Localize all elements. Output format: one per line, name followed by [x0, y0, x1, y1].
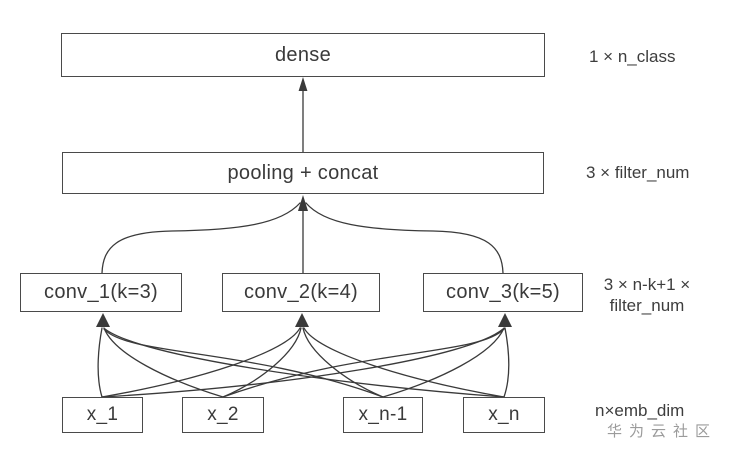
node-conv2: conv_2(k=4)	[222, 273, 380, 312]
brace-conv1-to-pooling	[101, 202, 301, 274]
brace-conv3-to-pooling	[305, 202, 504, 274]
node-conv1: conv_1(k=3)	[20, 273, 182, 312]
pooling-dimension-label: 3 × filter_num	[586, 163, 690, 182]
arrowhead-into-conv3	[498, 313, 512, 327]
node-dense: dense	[61, 33, 545, 77]
web-inputs-to-conv2	[101, 327, 505, 398]
node-x2: x_2	[182, 397, 264, 433]
dense-dimension-label: 1 × n_class	[589, 47, 676, 66]
arrowhead-into-conv1	[96, 313, 110, 327]
arrow-pooling-to-dense	[298, 77, 308, 153]
arrowhead-into-conv2	[295, 313, 309, 327]
web-inputs-to-conv1	[97, 327, 505, 398]
node-x1: x_1	[62, 397, 143, 433]
conv-dimension-label: 3 × n-k+1 × filter_num	[588, 274, 706, 316]
node-pooling-concat: pooling + concat	[62, 152, 544, 194]
embedding-dimension-label: n×emb_dim	[595, 401, 685, 420]
node-xn-1: x_n-1	[343, 397, 423, 433]
conv-dimension-line1: 3 × n-k+1 ×	[603, 275, 691, 294]
arrow-conv2-to-pooling	[298, 195, 308, 274]
huawei-cloud-watermark: 华为云社区	[607, 423, 718, 440]
web-inputs-to-conv3	[101, 327, 510, 398]
node-xn: x_n	[463, 397, 545, 433]
node-conv3: conv_3(k=5)	[423, 273, 583, 312]
conv-dimension-line2: filter_num	[609, 296, 685, 315]
